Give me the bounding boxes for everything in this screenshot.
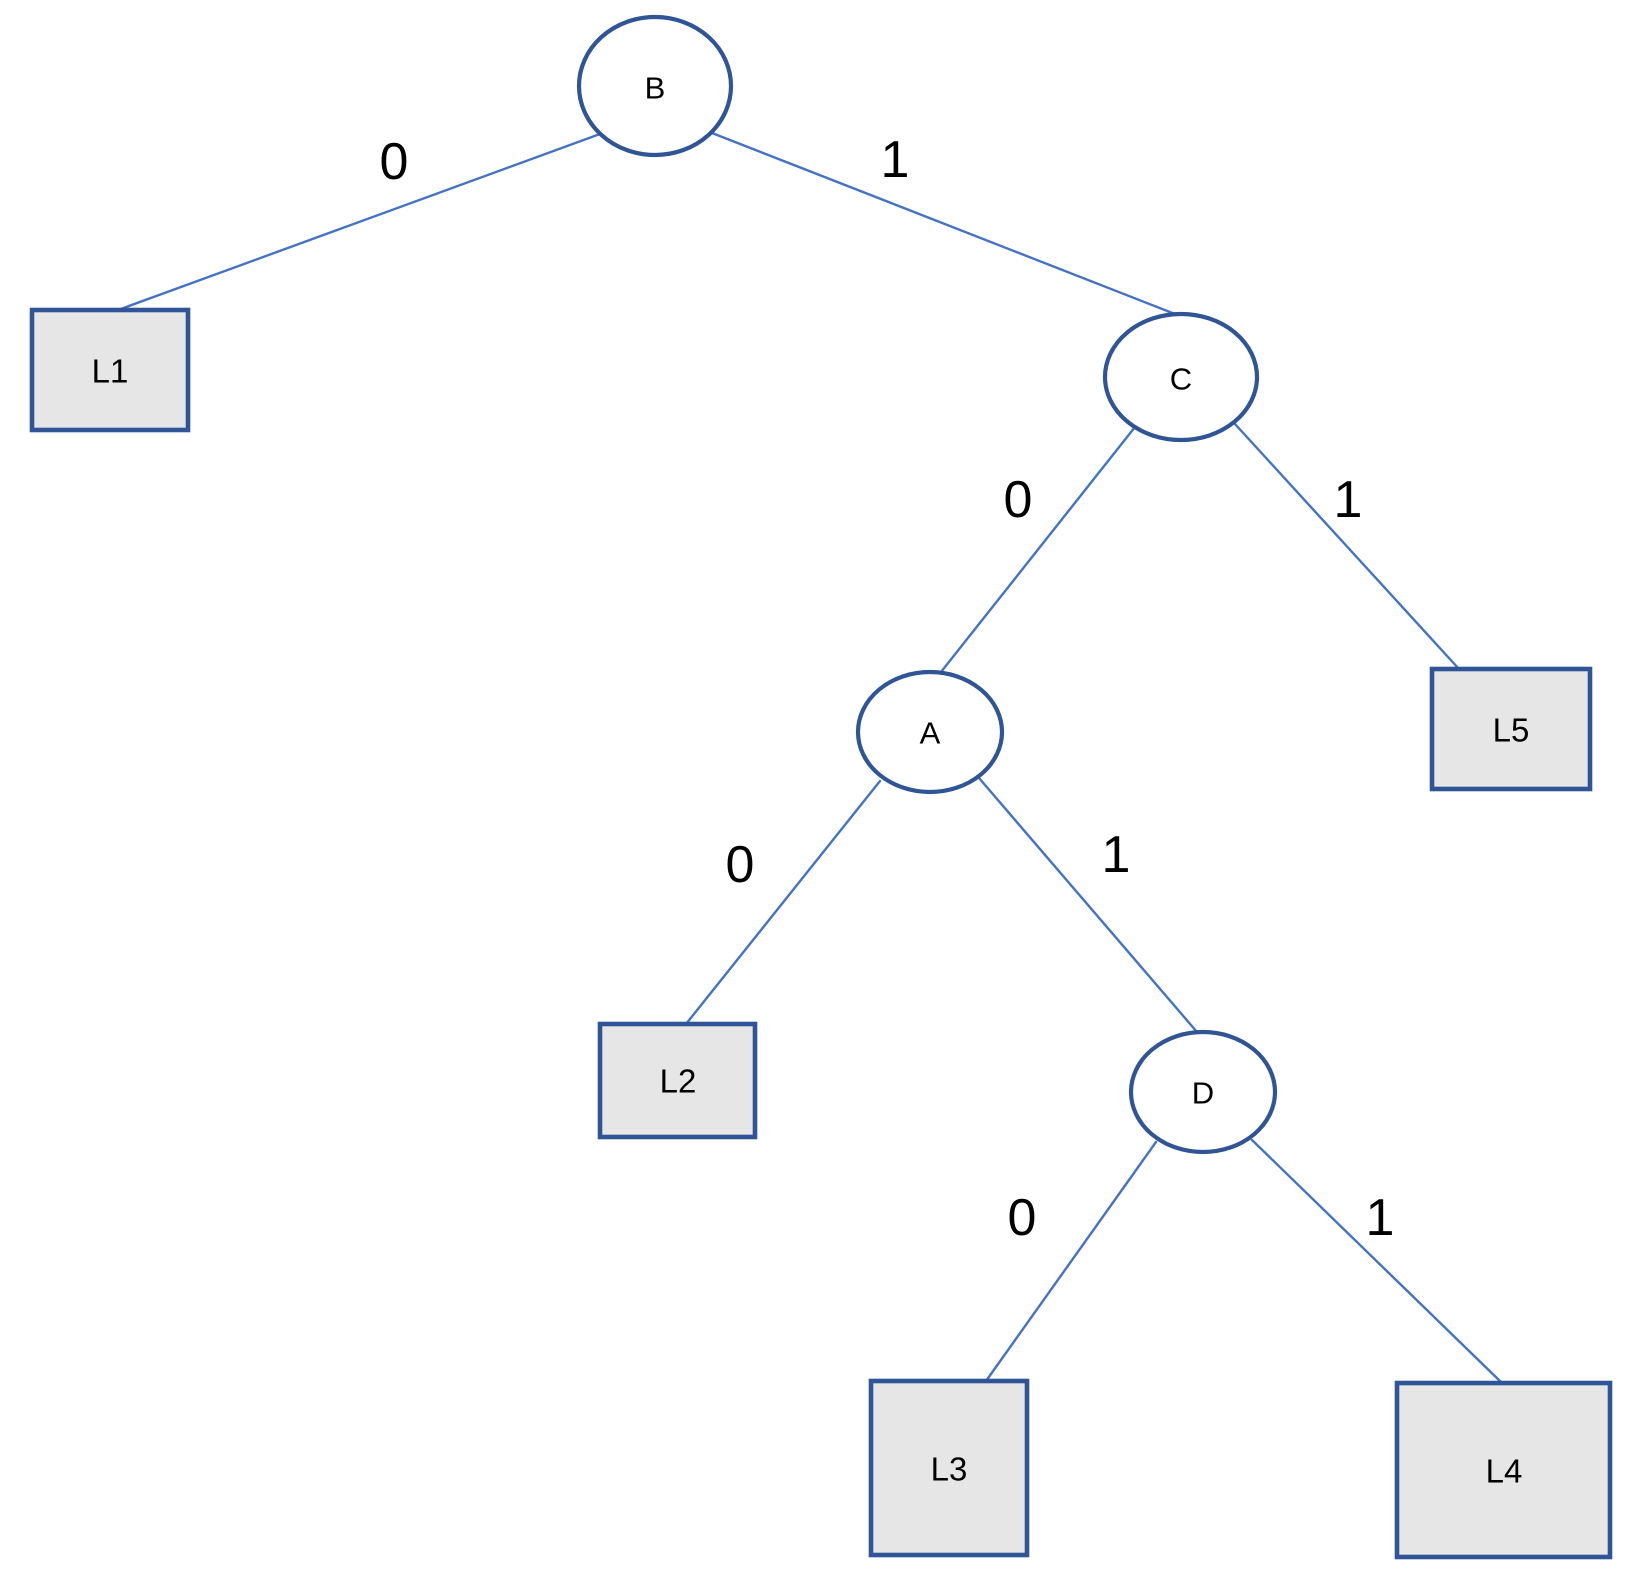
edge-label-c-l5: 1 <box>1334 471 1363 529</box>
edges-group <box>116 131 1504 1385</box>
edge-b-l1[interactable] <box>116 132 602 312</box>
leaf-node-l4[interactable] <box>1394 1380 1613 1560</box>
leaf-labels-group: L1 L5 L2 L3 L4 <box>92 353 1530 1490</box>
edge-c-a[interactable] <box>939 425 1137 674</box>
edge-label-c-a: 0 <box>1004 471 1033 529</box>
edge-a-d[interactable] <box>977 776 1199 1034</box>
decision-node-b[interactable] <box>576 14 734 158</box>
node-label-c: C <box>1170 362 1192 397</box>
node-label-b: B <box>645 71 666 106</box>
edge-b-c[interactable] <box>710 131 1177 316</box>
edge-label-d-l3: 0 <box>1008 1189 1037 1247</box>
leaf-nodes-group <box>29 307 1613 1560</box>
edge-a-l2[interactable] <box>684 779 882 1026</box>
edge-label-d-l4: 1 <box>1366 1189 1395 1247</box>
leaf-label-l5: L5 <box>1493 712 1530 749</box>
node-label-a: A <box>920 716 941 751</box>
leaf-label-l2: L2 <box>660 1063 697 1100</box>
leaf-label-l1: L1 <box>92 353 129 390</box>
edge-d-l4[interactable] <box>1250 1138 1504 1385</box>
decision-nodes-group <box>576 14 1278 1155</box>
decision-node-c[interactable] <box>1102 311 1260 443</box>
leaf-node-l3[interactable] <box>868 1378 1030 1558</box>
edge-label-a-d: 1 <box>1102 826 1131 884</box>
edge-label-a-l2: 0 <box>726 836 755 894</box>
edge-d-l3[interactable] <box>984 1140 1158 1383</box>
edge-labels-group: 0 1 0 1 0 1 0 1 <box>380 131 1395 1247</box>
node-labels-group: B C A D <box>645 71 1215 1111</box>
decision-node-a[interactable] <box>855 669 1005 795</box>
edge-label-b-l1: 0 <box>380 133 409 191</box>
leaf-node-l2[interactable] <box>597 1021 758 1140</box>
edge-label-b-c: 1 <box>881 131 910 189</box>
leaf-node-l5[interactable] <box>1429 666 1593 792</box>
decision-node-d[interactable] <box>1128 1029 1278 1155</box>
edge-c-l5[interactable] <box>1233 422 1461 671</box>
leaf-label-l3: L3 <box>931 1451 968 1488</box>
leaf-node-l1[interactable] <box>29 307 191 433</box>
leaf-label-l4: L4 <box>1486 1453 1523 1490</box>
node-label-d: D <box>1192 1076 1214 1111</box>
